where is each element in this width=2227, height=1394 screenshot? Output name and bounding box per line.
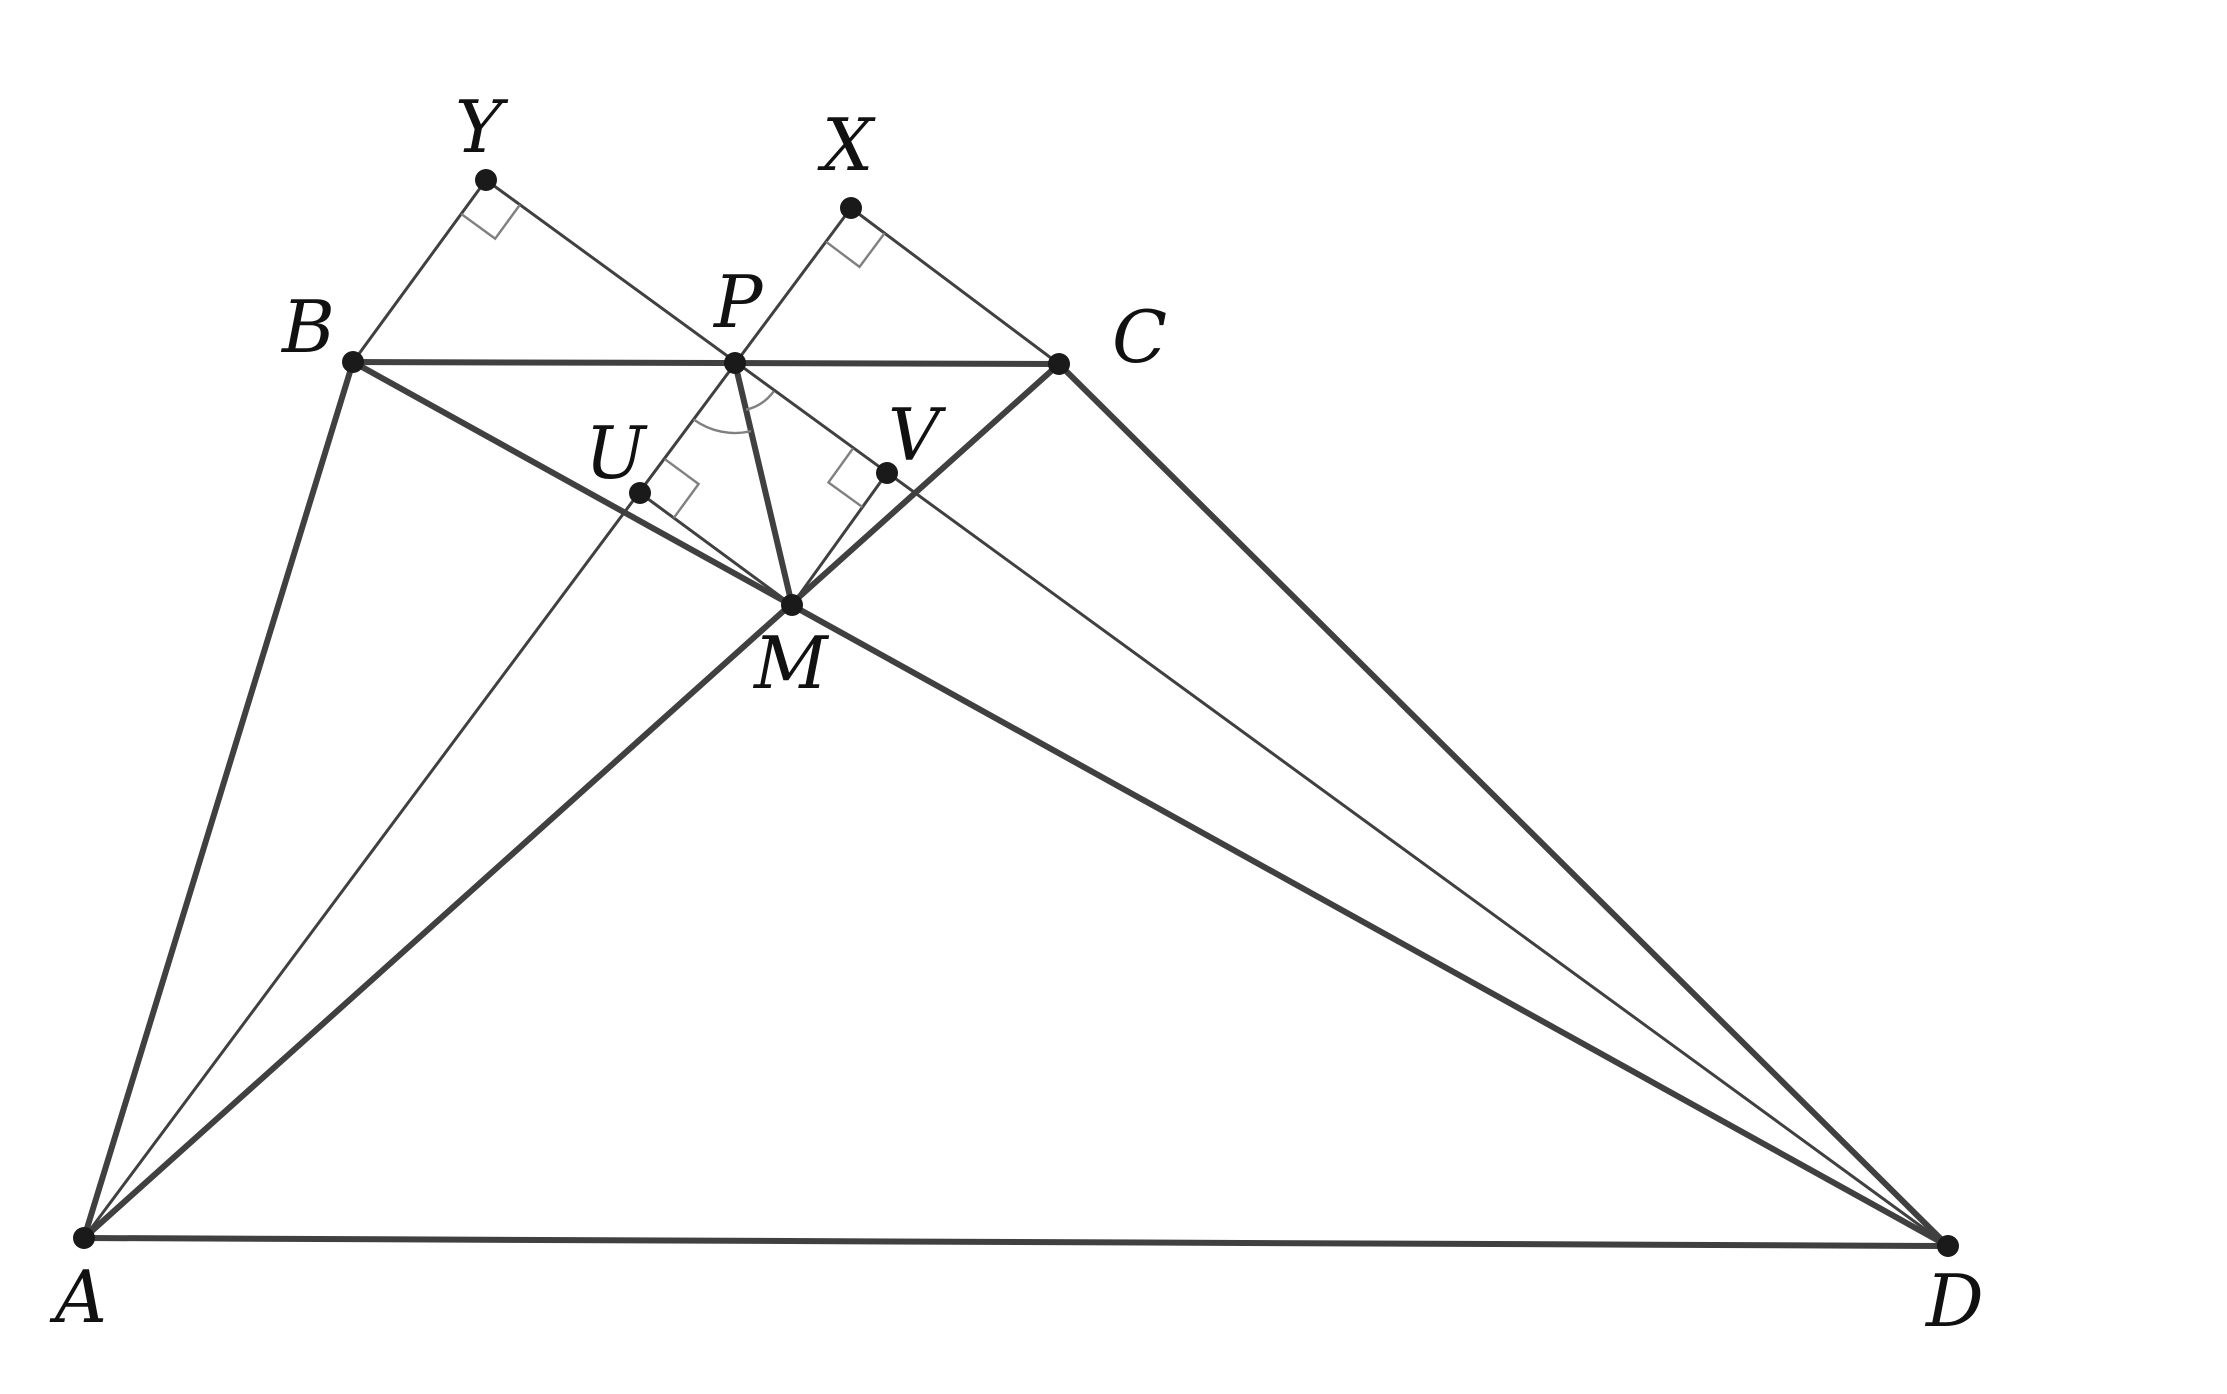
point-M xyxy=(781,594,803,616)
point-Y xyxy=(475,169,497,191)
point-A xyxy=(73,1227,95,1249)
marks-layer xyxy=(460,204,886,519)
label-C: C xyxy=(1112,295,1167,379)
point-V xyxy=(876,462,898,484)
segment-UM xyxy=(638,491,794,607)
segment-BY xyxy=(351,178,488,364)
segment-YD xyxy=(484,178,1950,1248)
label-B: B xyxy=(280,285,335,369)
point-D xyxy=(1937,1235,1959,1257)
point-P xyxy=(724,352,746,374)
label-P: P xyxy=(712,260,764,344)
label-M: M xyxy=(752,621,830,705)
label-V: V xyxy=(888,393,947,477)
segment-XC xyxy=(849,206,1061,366)
point-B xyxy=(342,351,364,373)
segment-AB xyxy=(81,359,356,1241)
label-Y: Y xyxy=(455,85,509,169)
points-layer xyxy=(73,169,1959,1257)
labels-layer: A B C D P M U V X Y xyxy=(49,85,1984,1343)
segment-BC xyxy=(350,359,1062,367)
label-A: A xyxy=(49,1255,107,1339)
label-D: D xyxy=(1924,1259,1984,1343)
point-X xyxy=(840,197,862,219)
segment-AC xyxy=(81,361,1062,1241)
segment-MV xyxy=(790,471,889,607)
segment-AD xyxy=(81,1235,1951,1249)
label-X: X xyxy=(817,103,876,187)
segment-BD xyxy=(350,359,1951,1249)
segment-CD xyxy=(1056,361,1951,1249)
segment-AX xyxy=(82,206,853,1240)
right-angle-mark-U xyxy=(664,458,701,519)
label-U: U xyxy=(585,411,648,495)
segment-PM xyxy=(732,360,795,608)
angle-mark-P-UM xyxy=(692,418,752,435)
segments-layer xyxy=(81,178,1951,1249)
right-angle-mark-Y xyxy=(460,204,521,241)
right-angle-mark-X xyxy=(825,232,886,269)
point-U xyxy=(629,482,651,504)
angle-mark-P-MV xyxy=(745,390,775,411)
right-angle-mark-V xyxy=(826,447,864,509)
point-C xyxy=(1048,353,1070,375)
